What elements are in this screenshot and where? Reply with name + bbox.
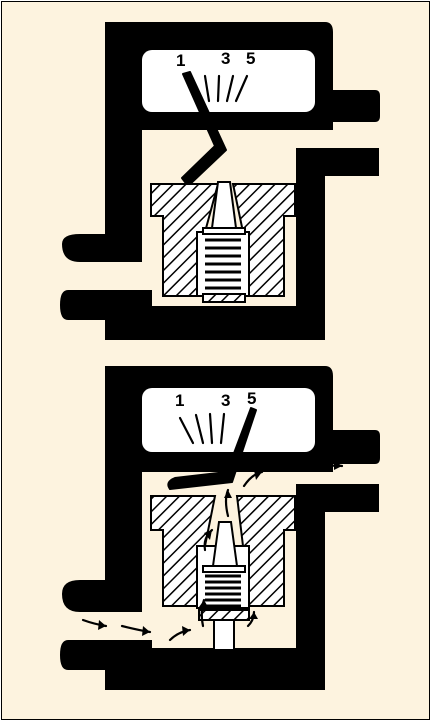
- bottom-valve-diagram: 1 3 5: [60, 366, 380, 690]
- top-housing-right-arm: [296, 148, 379, 308]
- bottom-valve-stem: [213, 619, 235, 651]
- bottom-dial-label-5: 5: [247, 389, 256, 408]
- bottom-gauge-needle: [167, 407, 257, 490]
- top-dial-face: [142, 50, 315, 112]
- top-dial-label-5: 5: [246, 49, 255, 68]
- bottom-housing-right-arm: [296, 484, 379, 648]
- bottom-spring: [205, 574, 241, 608]
- top-dial-label-1: 1: [176, 51, 185, 70]
- bottom-dial-face: [142, 388, 315, 452]
- bottom-spring-seat: [198, 609, 250, 621]
- top-valve-diagram: 1 3 5: [60, 22, 380, 340]
- bottom-housing-bottom-wall: [60, 640, 325, 690]
- bottom-dial-ticks: [178, 412, 226, 445]
- bottom-poppet-collar: [202, 565, 246, 573]
- top-dial-label-3: 3: [221, 49, 230, 68]
- top-spring-seat: [202, 293, 246, 303]
- top-poppet-collar: [202, 227, 246, 235]
- bottom-dial-label-1: 1: [175, 391, 184, 410]
- top-housing-bottom-wall: [60, 290, 325, 340]
- top-spring: [205, 238, 241, 290]
- airflow-arrowheads: [98, 456, 342, 636]
- bottom-valve-poppet: [211, 521, 239, 567]
- bottom-dial-label-3: 3: [221, 391, 230, 410]
